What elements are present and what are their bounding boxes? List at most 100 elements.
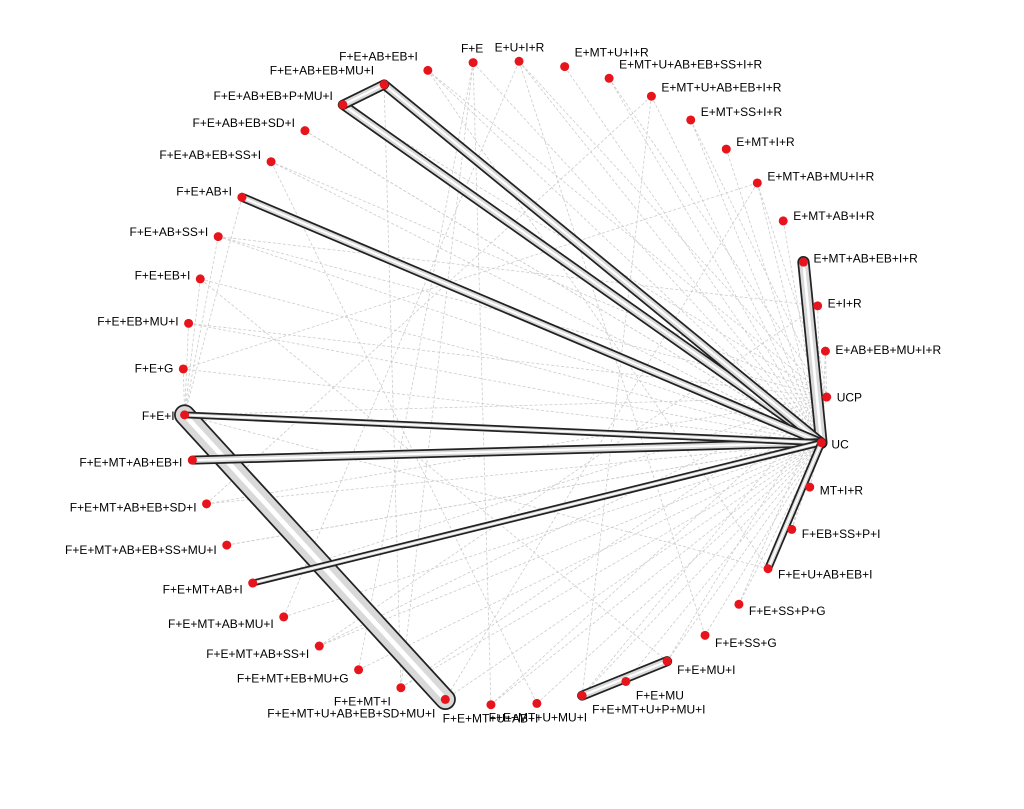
- edge-e-i-r-to-f-e-mt-ab-ss-i: [319, 305, 818, 647]
- edge-thick-highlight-f-e-i-to-uc: [183, 414, 823, 444]
- edge-f-e-mt-u-ab-i-to-ucp: [490, 396, 827, 705]
- node-f-e-ab-eb-sd-i: [300, 126, 310, 136]
- node-label-f-e-ab-ss-i: F+E+AB+SS+I: [129, 225, 208, 239]
- node-f-e-mt-eb-mu-g: [354, 665, 364, 675]
- edge-thick-highlight-f-e-mt-ab-eb-i-to-uc: [191, 441, 823, 462]
- node-label-f-e-mt-i: F+E+MT+I: [334, 695, 391, 709]
- edge-f-e-ss-g-to-uc: [704, 442, 822, 636]
- edge-e-mt-u-ab-eb-i-r-to-f-e-mt-u-p-mu-i: [581, 96, 652, 696]
- node-f-e-ab-eb-p-mu-i: [338, 100, 348, 110]
- edge-thick-highlight-f-e-ab-eb-p-mu-i-to-f-e-ab-eb-mu-i: [341, 83, 386, 106]
- node-label-f-e-ab-eb-i: F+E+AB+EB+I: [339, 49, 418, 63]
- edge-f-e-ab-eb-i-to-uc: [427, 70, 822, 443]
- node-e-mt-u-i-r: [560, 62, 570, 72]
- node-label-f-e-mt-ab-ss-i: F+E+MT+AB+SS+I: [206, 647, 309, 661]
- node-f-e-mu-i: [662, 656, 672, 666]
- node-f-e-mt-u-mu-i: [532, 698, 542, 708]
- node-e-mt-ab-mu-i-r: [752, 178, 762, 188]
- node-label-f-e-mt-u-mu-i: F+E+MT+U+MU+I: [489, 710, 587, 724]
- node-label-f-e-ab-eb-p-mu-i: F+E+AB+EB+P+MU+I: [213, 89, 332, 103]
- edge-e-mt-u-ab-eb-i-r-to-uc: [651, 96, 822, 443]
- edge-f-e-to-uc: [472, 62, 822, 443]
- edge-e-mt-ab-mu-i-r-to-uc: [756, 182, 822, 443]
- edge-f-e-mt-u-mu-i-to-f-e-ab-eb-ss-i: [270, 161, 538, 704]
- node-label-e-mt-ss-i-r: E+MT+SS+I+R: [701, 105, 783, 119]
- edge-thick-highlight-f-e-mt-ab-i-to-uc: [252, 442, 823, 584]
- edge-e-mt-ss-i-r-to-uc: [690, 119, 822, 443]
- node-label-f-e-mt-ab-eb-ss-mu-i: F+E+MT+AB+EB+SS+MU+I: [65, 543, 217, 557]
- edge-f-e-ab-eb-ss-i-to-uc: [270, 161, 822, 444]
- edge-e-ab-eb-mu-i-r-to-ucp: [825, 351, 828, 398]
- edge-f-e-mt-u-mu-i-to-uc: [536, 442, 822, 704]
- edge-e-mt-u-i-r-to-uc: [564, 66, 822, 443]
- node-e-mt-ab-eb-i-r: [798, 257, 808, 267]
- edge-f-e-u-ab-eb-i-to-f-e-i: [184, 414, 769, 570]
- node-e-mt-u-ab-eb-ss-i-r: [604, 73, 614, 83]
- node-label-e-mt-i-r: E+MT+I+R: [736, 135, 795, 149]
- node-mt-i-r: [805, 482, 815, 492]
- edge-e-mt-i-r-to-uc: [725, 148, 822, 443]
- edge-f-e-mt-u-ab-eb-sd-mu-i-to-uc: [445, 442, 822, 700]
- thick-edges: [174, 79, 828, 710]
- node-label-f-eb-ss-p-i: F+EB+SS+P+I: [802, 527, 881, 541]
- node-label-e-mt-u-i-r: E+MT+U+I+R: [575, 46, 649, 60]
- edge-f-e-mt-ab-eb-sd-i-to-e-mt-u-ab-eb-i-r: [206, 95, 652, 505]
- node-label-f-e-eb-i: F+E+EB+I: [135, 269, 191, 283]
- node-e-ab-eb-mu-i-r: [820, 346, 830, 356]
- edge-f-e-mu-i-to-uc: [666, 442, 822, 662]
- node-label-f-e-mt-u-ab-eb-sd-mu-i: F+E+MT+U+AB+EB+SD+MU+I: [267, 706, 435, 720]
- edge-f-e-ab-eb-sd-i-to-uc: [304, 130, 822, 444]
- node-f-e-ss-g: [700, 630, 710, 640]
- edge-f-e-eb-i-to-uc: [200, 278, 822, 444]
- edge-f-e-ab-eb-i-to-f-e-u-ab-eb-i: [427, 70, 769, 569]
- edge-f-e-mt-i-to-f-e-ab-eb-mu-i: [383, 84, 402, 688]
- node-f-e-mt-ab-eb-i: [187, 455, 197, 465]
- edge-f-e-mt-ab-mu-i-to-e-u-i-r: [283, 61, 520, 618]
- edge-f-e-mt-ab-mu-i-to-uc: [283, 442, 822, 618]
- edge-f-e-ab-ss-i-to-e-i-r: [218, 236, 818, 307]
- edge-f-e-mt-u-p-mu-i-to-uc: [581, 442, 822, 696]
- edge-e-u-i-r-to-uc: [518, 61, 822, 443]
- edge-e-mt-ab-mu-i-r-to-f-e-mt-u-ab-eb-sd-mu-i: [444, 182, 758, 700]
- edge-f-e-g-to-f-e-i: [182, 368, 185, 415]
- edge-thick-highlight-f-e-u-ab-eb-i-to-uc: [767, 441, 823, 570]
- node-label-ucp: UCP: [837, 390, 862, 404]
- edge-f-e-mu-to-uc: [625, 442, 822, 682]
- edge-uc-to-f-e-mt-ab-eb-ss-mu-i: [226, 442, 822, 546]
- node-f-e-ab-eb-ss-i: [266, 157, 276, 167]
- node-label-e-u-i-r: E+U+I+R: [495, 40, 545, 54]
- node-label-f-e-g: F+E+G: [135, 362, 174, 376]
- node-label-e-mt-ab-i-r: E+MT+AB+I+R: [793, 209, 875, 223]
- edge-f-e-mt-ab-ss-i-to-uc: [319, 442, 822, 647]
- edge-thick-highlight-f-e-ab-eb-mu-i-to-uc: [383, 83, 823, 444]
- edge-f-e-ab-eb-i-to-ucp: [427, 70, 827, 398]
- node-e-i-r: [813, 301, 823, 311]
- node-label-mt-i-r: MT+I+R: [820, 483, 864, 497]
- edge-f-e-mt-i-to-ucp: [400, 396, 827, 689]
- node-label-f-e-mt-ab-eb-sd-i: F+E+MT+AB+EB+SD+I: [70, 501, 197, 515]
- edge-f-e-mt-eb-mu-g-to-uc: [358, 442, 822, 671]
- node-label-e-mt-u-ab-eb-i-r: E+MT+U+AB+EB+I+R: [661, 80, 781, 94]
- edge-f-e-ab-ss-i-to-f-e-i: [184, 236, 219, 415]
- edge-e-u-i-r-to-ucp: [518, 61, 827, 398]
- node-e-mt-ss-i-r: [686, 115, 696, 125]
- node-label-e-mt-ab-eb-i-r: E+MT+AB+EB+I+R: [813, 251, 918, 265]
- node-f-e-mt-u-ab-eb-sd-mu-i: [440, 694, 450, 704]
- node-f-e-mt-ab-i: [248, 578, 258, 588]
- edge-thick-highlight-f-e-ab-eb-p-mu-i-to-uc: [341, 103, 823, 444]
- node-label-f-e-mt-ab-eb-i: F+E+MT+AB+EB+I: [79, 456, 182, 470]
- node-f-e-ab-eb-mu-i: [379, 80, 389, 90]
- node-label-f-e: F+E: [461, 42, 483, 56]
- edge-f-e-to-f-e-mt-u-ab-i: [472, 62, 492, 705]
- node-f-e-mt-u-ab-i: [486, 700, 496, 710]
- node-f-e-mu: [621, 676, 631, 686]
- node-f-e-ss-p-g: [734, 599, 744, 609]
- edge-f-e-g-to-e-mt-ab-mu-i-r: [183, 182, 758, 370]
- node-label-f-e-ab-eb-sd-i: F+E+AB+EB+SD+I: [193, 116, 295, 130]
- edge-e-i-r-to-uc: [817, 305, 822, 443]
- node-f-e-mt-ab-mu-i: [279, 612, 289, 622]
- node-label-f-e-i: F+E+I: [142, 409, 175, 423]
- edge-f-e-mt-u-ab-i-to-uc: [490, 442, 822, 706]
- node-f-e-ab-ss-i: [213, 232, 223, 242]
